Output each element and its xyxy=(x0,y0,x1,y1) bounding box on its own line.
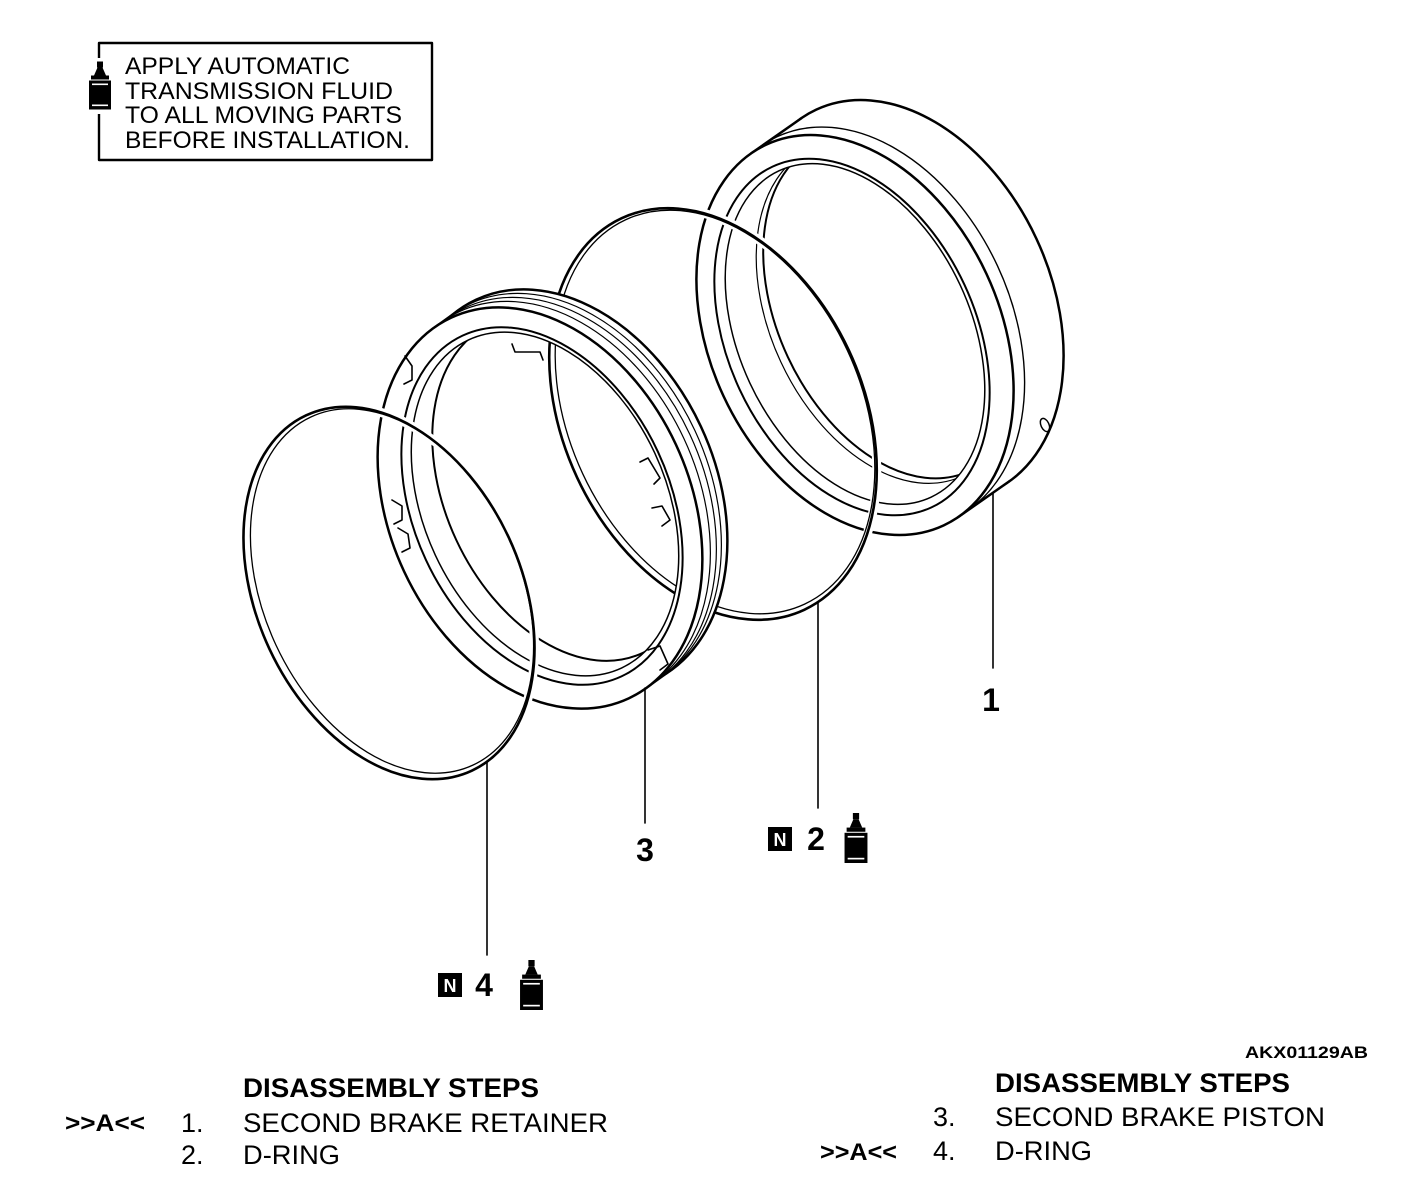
piston-tabs xyxy=(391,343,671,671)
piston-front-rim xyxy=(376,306,704,710)
note-line: BEFORE INSTALLATION. xyxy=(125,127,410,154)
callout-2: N 2 xyxy=(768,813,868,863)
piston-tab xyxy=(639,457,661,485)
piston-tab xyxy=(391,499,403,525)
step-marker: >>A<< xyxy=(65,1110,145,1137)
piston-face-inner-edge xyxy=(400,326,684,686)
step-number: 4. xyxy=(933,1136,956,1166)
part-4-d-ring xyxy=(238,402,540,784)
step-text: SECOND BRAKE RETAINER xyxy=(243,1108,608,1138)
callout-number: 2 xyxy=(807,821,825,857)
piston-tab xyxy=(397,527,411,553)
step-number: 1. xyxy=(181,1108,204,1138)
step-number: 2. xyxy=(181,1140,204,1170)
retainer-oil-hole xyxy=(1039,417,1051,433)
callout-number: 1 xyxy=(982,682,1000,718)
steps-left: DISASSEMBLY STEPS >>A<< 1. SECOND BRAKE … xyxy=(65,1073,608,1170)
part-1-retainer xyxy=(695,98,1065,537)
callout-number: 4 xyxy=(475,967,493,1003)
leader-lines xyxy=(486,492,994,956)
callout-1: 1 xyxy=(982,682,1000,718)
note-line: TO ALL MOVING PARTS xyxy=(125,102,402,129)
note-line: APPLY AUTOMATIC xyxy=(125,53,350,80)
step-text: SECOND BRAKE PISTON xyxy=(995,1102,1325,1132)
callout-number: 3 xyxy=(636,832,654,868)
piston-tab xyxy=(647,645,669,671)
steps-heading: DISASSEMBLY STEPS xyxy=(243,1073,539,1103)
callout-3: 3 xyxy=(636,832,654,868)
step-text: D-RING xyxy=(243,1140,340,1170)
steps-right: DISASSEMBLY STEPS 3. SECOND BRAKE PISTON… xyxy=(820,1068,1325,1166)
callout-4: N 4 xyxy=(438,960,543,1010)
d-ring-inner-edge xyxy=(249,408,535,774)
step-number: 3. xyxy=(933,1102,956,1132)
part-3-piston xyxy=(376,288,729,710)
piston-tab xyxy=(511,343,544,361)
retainer-face-inner-edge xyxy=(713,157,991,517)
step-marker: >>A<< xyxy=(820,1139,897,1166)
figure-code: AKX01129AB xyxy=(1245,1043,1368,1062)
step-text: D-RING xyxy=(995,1136,1092,1166)
piston-tab xyxy=(403,355,413,385)
new-part-badge-label: N xyxy=(444,976,457,996)
new-part-badge-label: N xyxy=(774,830,787,850)
note-line: TRANSMISSION FLUID xyxy=(125,78,393,105)
piston-tab xyxy=(651,505,671,527)
new-part-badge xyxy=(438,973,462,997)
retainer-inner-step xyxy=(724,162,986,506)
new-part-badge xyxy=(768,827,792,851)
steps-heading: DISASSEMBLY STEPS xyxy=(995,1068,1290,1098)
fluid-note-box: APPLY AUTOMATIC TRANSMISSION FLUID TO AL… xyxy=(86,41,434,162)
